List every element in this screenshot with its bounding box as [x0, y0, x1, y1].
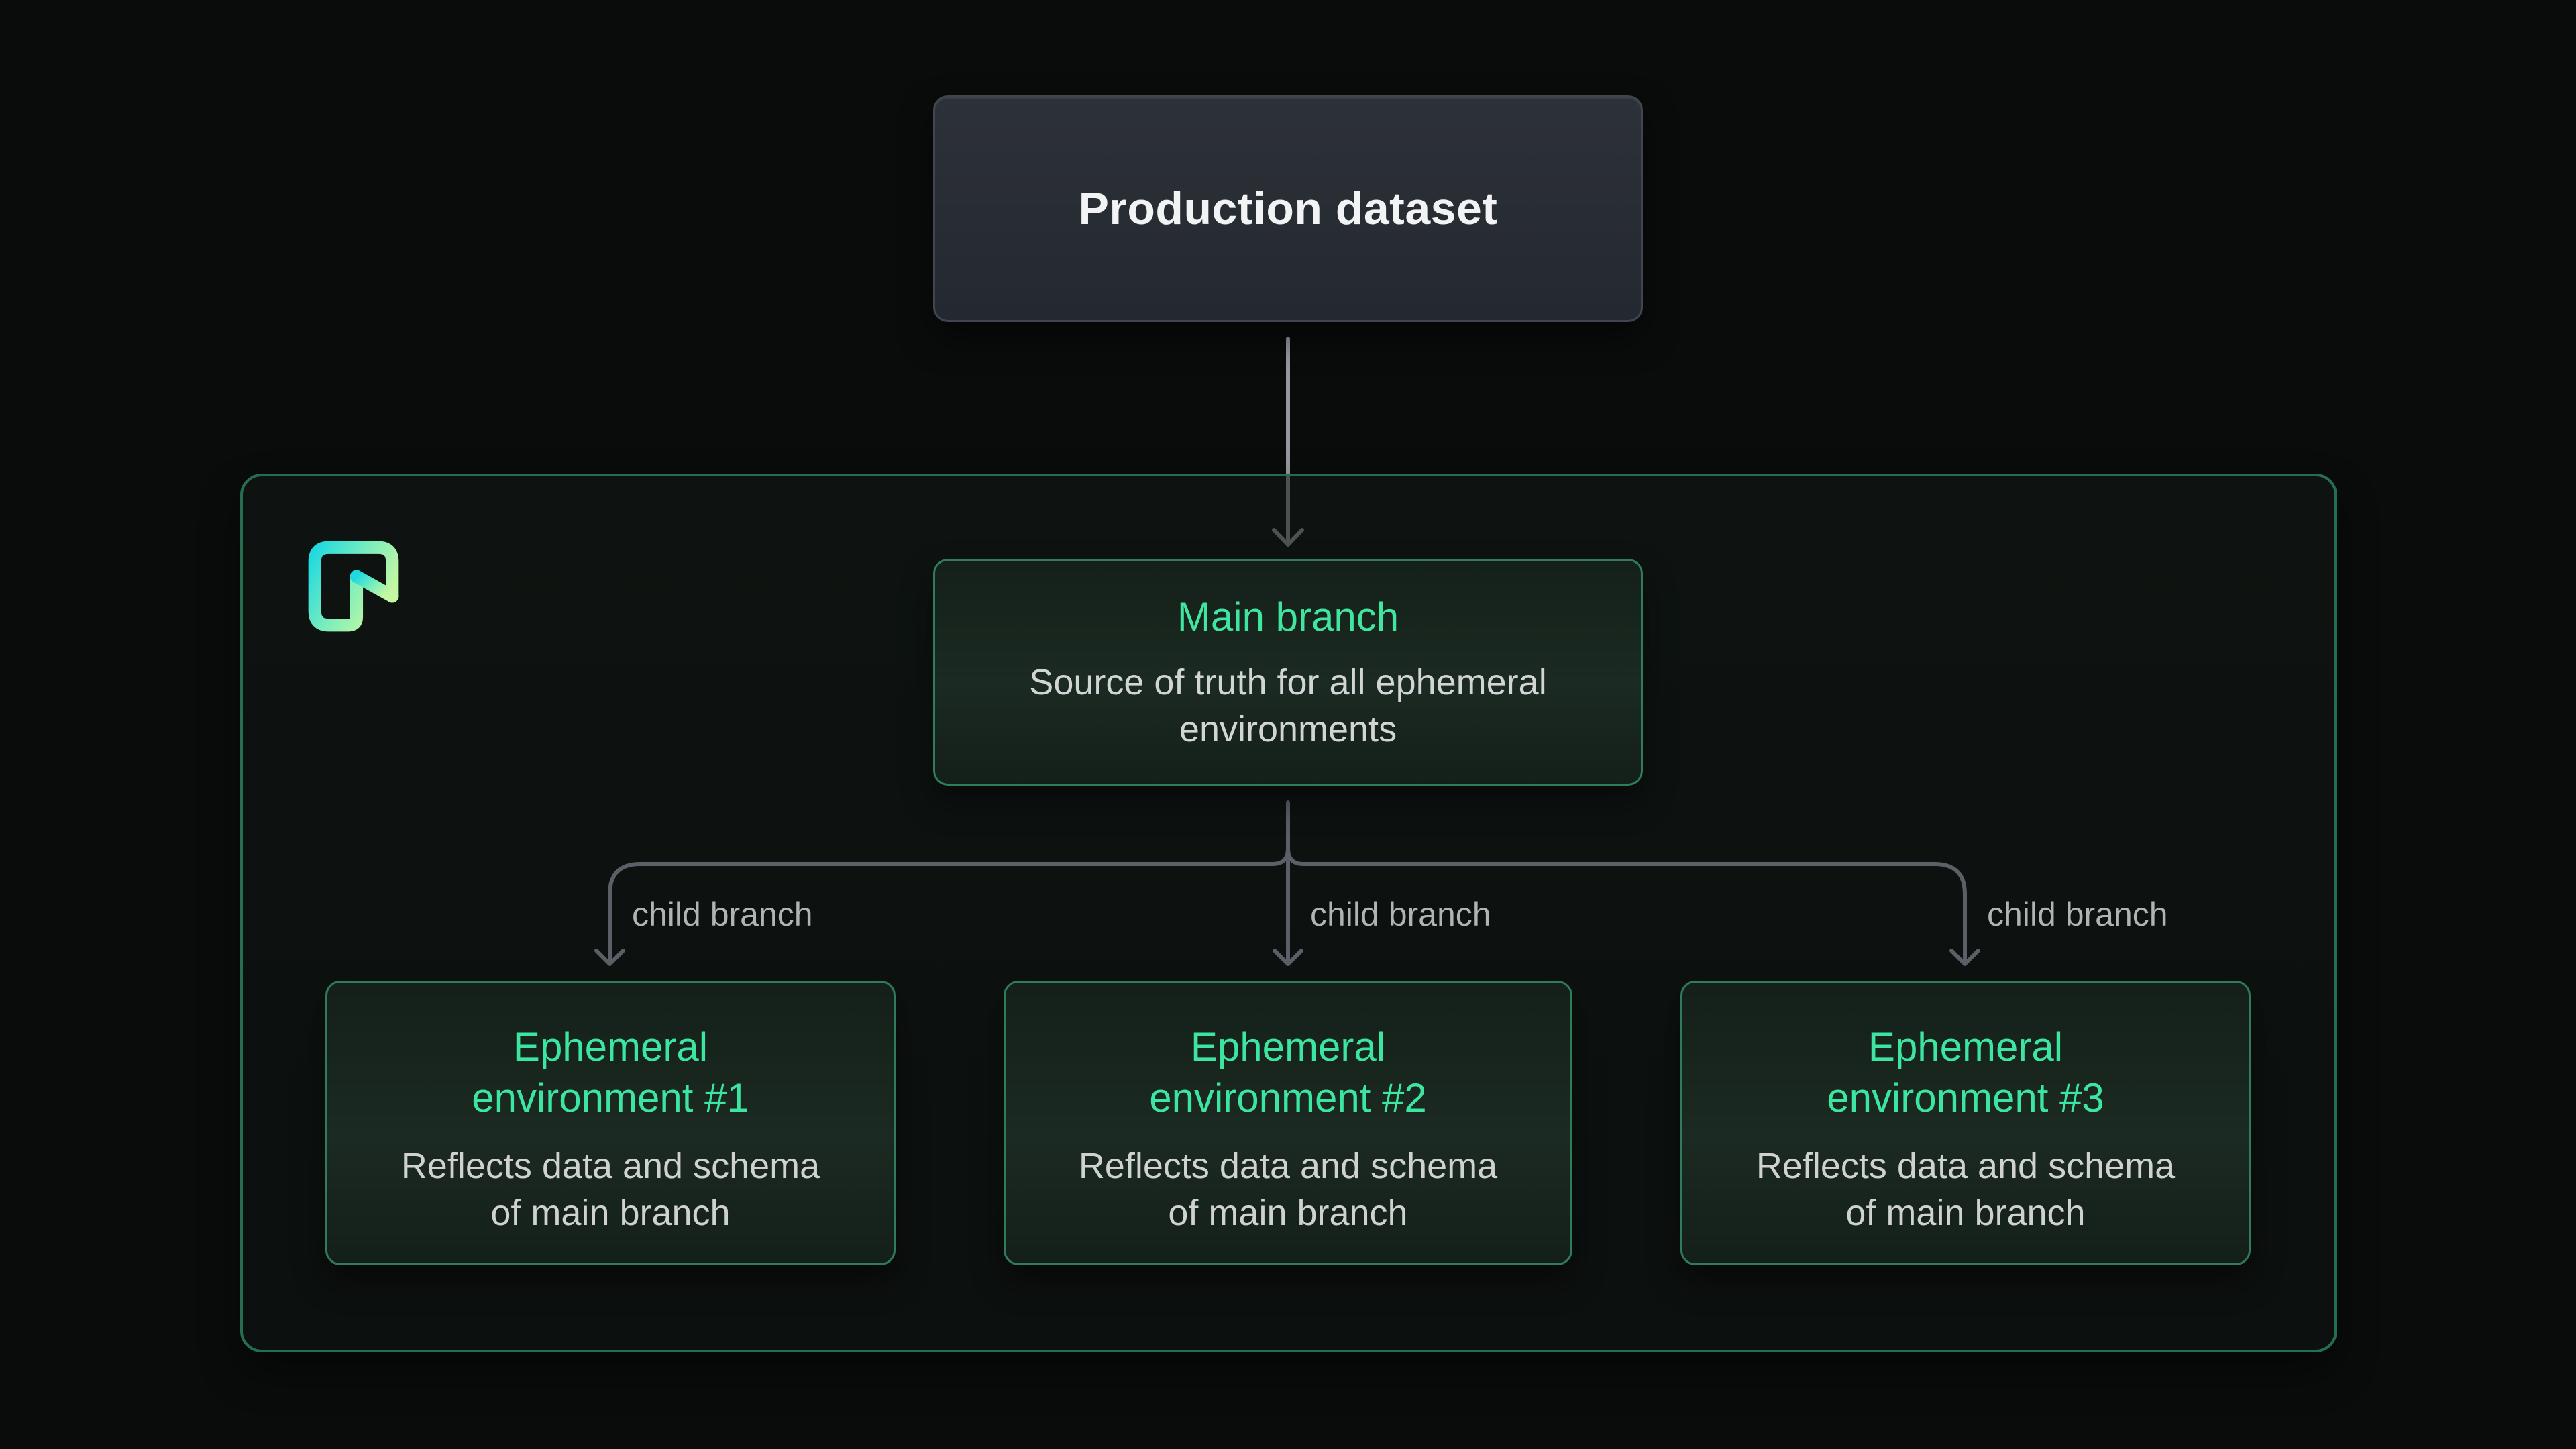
- child-branch-label-3: child branch: [1987, 896, 2168, 933]
- ephemeral-environment-1-subtitle: Reflects data and schema of main branch: [400, 1146, 820, 1233]
- child-branch-label-1: child branch: [632, 896, 813, 933]
- ephemeral-environment-1-title: Ephemeral environment #1: [472, 1024, 749, 1120]
- ephemeral-environment-3-title: Ephemeral environment #3: [1827, 1024, 2104, 1120]
- production-dataset-box: Production dataset: [933, 95, 1643, 322]
- production-dataset-title: Production dataset: [1078, 183, 1498, 234]
- ephemeral-environment-3-box: Ephemeral environment #3 Reflects data a…: [1680, 981, 2251, 1265]
- ephemeral-environment-3-subtitle: Reflects data and schema of main branch: [1756, 1146, 2176, 1233]
- ephemeral-environment-2-subtitle: Reflects data and schema of main branch: [1078, 1146, 1498, 1233]
- main-branch-subtitle: Source of truth for all ephemeral enviro…: [1029, 662, 1547, 749]
- ephemeral-environment-1-box: Ephemeral environment #1 Reflects data a…: [325, 981, 896, 1265]
- main-branch-box: Main branch Source of truth for all ephe…: [933, 559, 1643, 786]
- neon-logo-icon: [308, 541, 399, 632]
- child-branch-label-2: child branch: [1310, 896, 1491, 933]
- main-branch-title: Main branch: [1177, 594, 1399, 639]
- ephemeral-environment-2-box: Ephemeral environment #2 Reflects data a…: [1004, 981, 1572, 1265]
- ephemeral-environment-2-title: Ephemeral environment #2: [1149, 1024, 1427, 1120]
